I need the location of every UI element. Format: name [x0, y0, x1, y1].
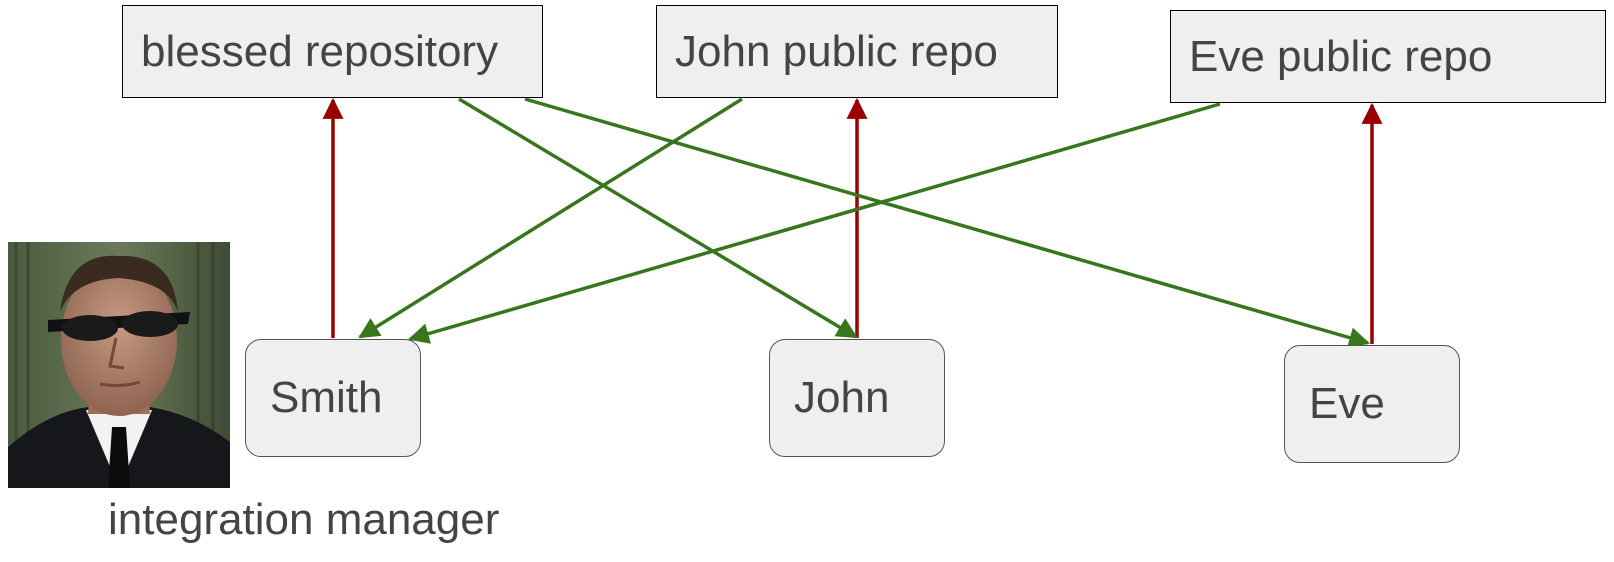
integration-manager-photo [8, 242, 230, 488]
john-box: John [769, 339, 945, 457]
smith-label: Smith [270, 373, 383, 422]
john-label: John [794, 373, 890, 422]
integration-manager-caption: integration manager [108, 495, 500, 544]
pull-arrow-blessed-to-john [458, 97, 858, 339]
pull-arrow-john-public-to-smith [358, 97, 743, 339]
pull-arrow-blessed-to-eve [524, 97, 1371, 348]
eve-public-repo-label: Eve public repo [1189, 31, 1493, 81]
blessed-repository-box: blessed repository [122, 5, 543, 98]
pull-arrow-eve-public-to-smith [407, 102, 1221, 344]
blessed-repository-label: blessed repository [141, 26, 499, 76]
eve-label: Eve [1309, 379, 1385, 428]
john-public-repo-box: John public repo [656, 5, 1058, 98]
eve-box: Eve [1284, 345, 1460, 463]
john-public-repo-label: John public repo [675, 26, 998, 76]
smith-box: Smith [245, 339, 421, 457]
eve-public-repo-box: Eve public repo [1170, 10, 1606, 103]
